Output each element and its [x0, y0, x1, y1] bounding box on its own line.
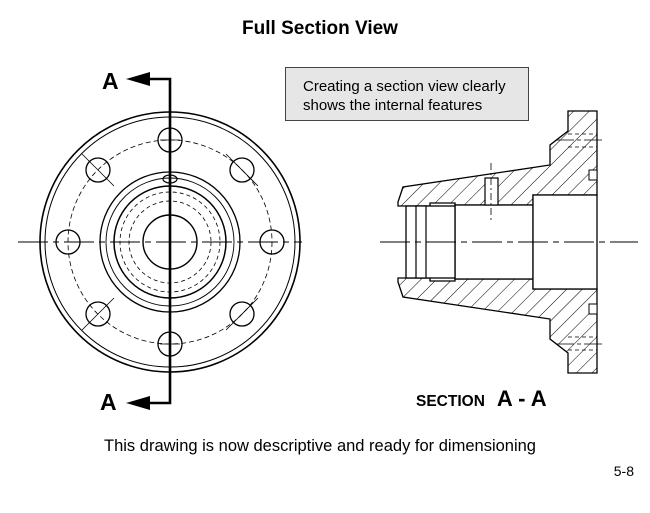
section-view	[380, 110, 638, 374]
callout-line-1: Creating a section view clearly	[303, 78, 506, 95]
caption: This drawing is now descriptive and read…	[104, 437, 536, 455]
bolt-hole	[85, 301, 111, 327]
callout-line-2: shows the internal features	[303, 97, 483, 114]
flange-notch-top	[588, 169, 598, 181]
page-number: 5-8	[613, 463, 634, 479]
cutting-plane-arrow-top	[126, 72, 150, 86]
flange-notch-bottom	[588, 303, 598, 315]
flange-bolt-centerlines	[556, 133, 604, 351]
bolt-hole	[229, 157, 255, 183]
cutting-plane-label-bottom: A	[100, 389, 117, 415]
cutting-plane-arrow-bottom	[126, 396, 150, 410]
cutting-plane-line	[126, 72, 172, 410]
bolt-hole	[85, 157, 111, 183]
page-title: Full Section View	[242, 18, 398, 39]
bolt-hole	[259, 229, 285, 255]
section-label-word: SECTION	[416, 393, 485, 410]
section-label: SECTION A - A	[416, 386, 547, 412]
section-label-id: A - A	[496, 386, 547, 411]
front-view	[18, 72, 302, 410]
cutting-plane-label-top: A	[102, 68, 119, 94]
radial-hole-section	[484, 177, 499, 206]
callout-box: Creating a section view clearly shows th…	[285, 67, 529, 121]
bolt-circle	[67, 139, 273, 345]
bolt-hole	[229, 301, 255, 327]
section-hatch-bottom	[397, 277, 598, 374]
bolt-hole	[55, 229, 81, 255]
